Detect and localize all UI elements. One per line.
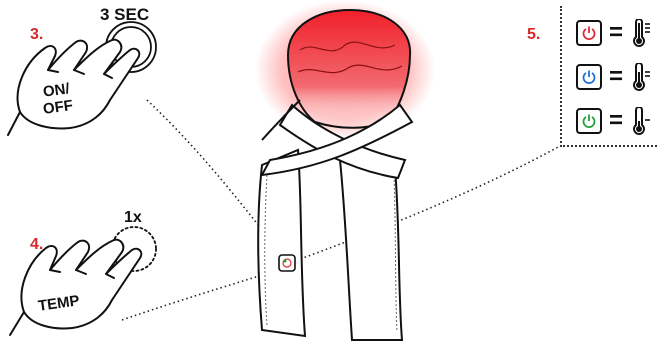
legend-row-medium: = — [576, 62, 656, 94]
equals-sign: = — [609, 106, 623, 136]
tap-count-label: 1x — [124, 210, 142, 226]
step-number-3: 3. — [30, 26, 43, 44]
blue-power-button-icon — [576, 64, 602, 90]
thermometer-low-icon — [631, 107, 653, 137]
control-button-on-scarf — [279, 255, 295, 271]
step-number-5: 5. — [527, 26, 540, 44]
green-power-button-icon — [576, 108, 602, 134]
thermometer-medium-icon — [631, 63, 653, 93]
red-power-button-icon — [576, 20, 602, 46]
legend-row-low: = — [576, 106, 656, 138]
thermometer-high-icon — [631, 19, 653, 49]
press-duration-label: 3 SEC — [100, 6, 149, 23]
equals-sign: = — [609, 62, 623, 92]
onoff-label-line2: OFF — [42, 98, 74, 117]
step-number-4: 4. — [30, 236, 43, 254]
connector-line-legend — [292, 146, 560, 262]
temperature-legend: = = = — [560, 6, 657, 147]
equals-sign: = — [609, 18, 623, 48]
legend-row-high: = — [576, 18, 656, 50]
